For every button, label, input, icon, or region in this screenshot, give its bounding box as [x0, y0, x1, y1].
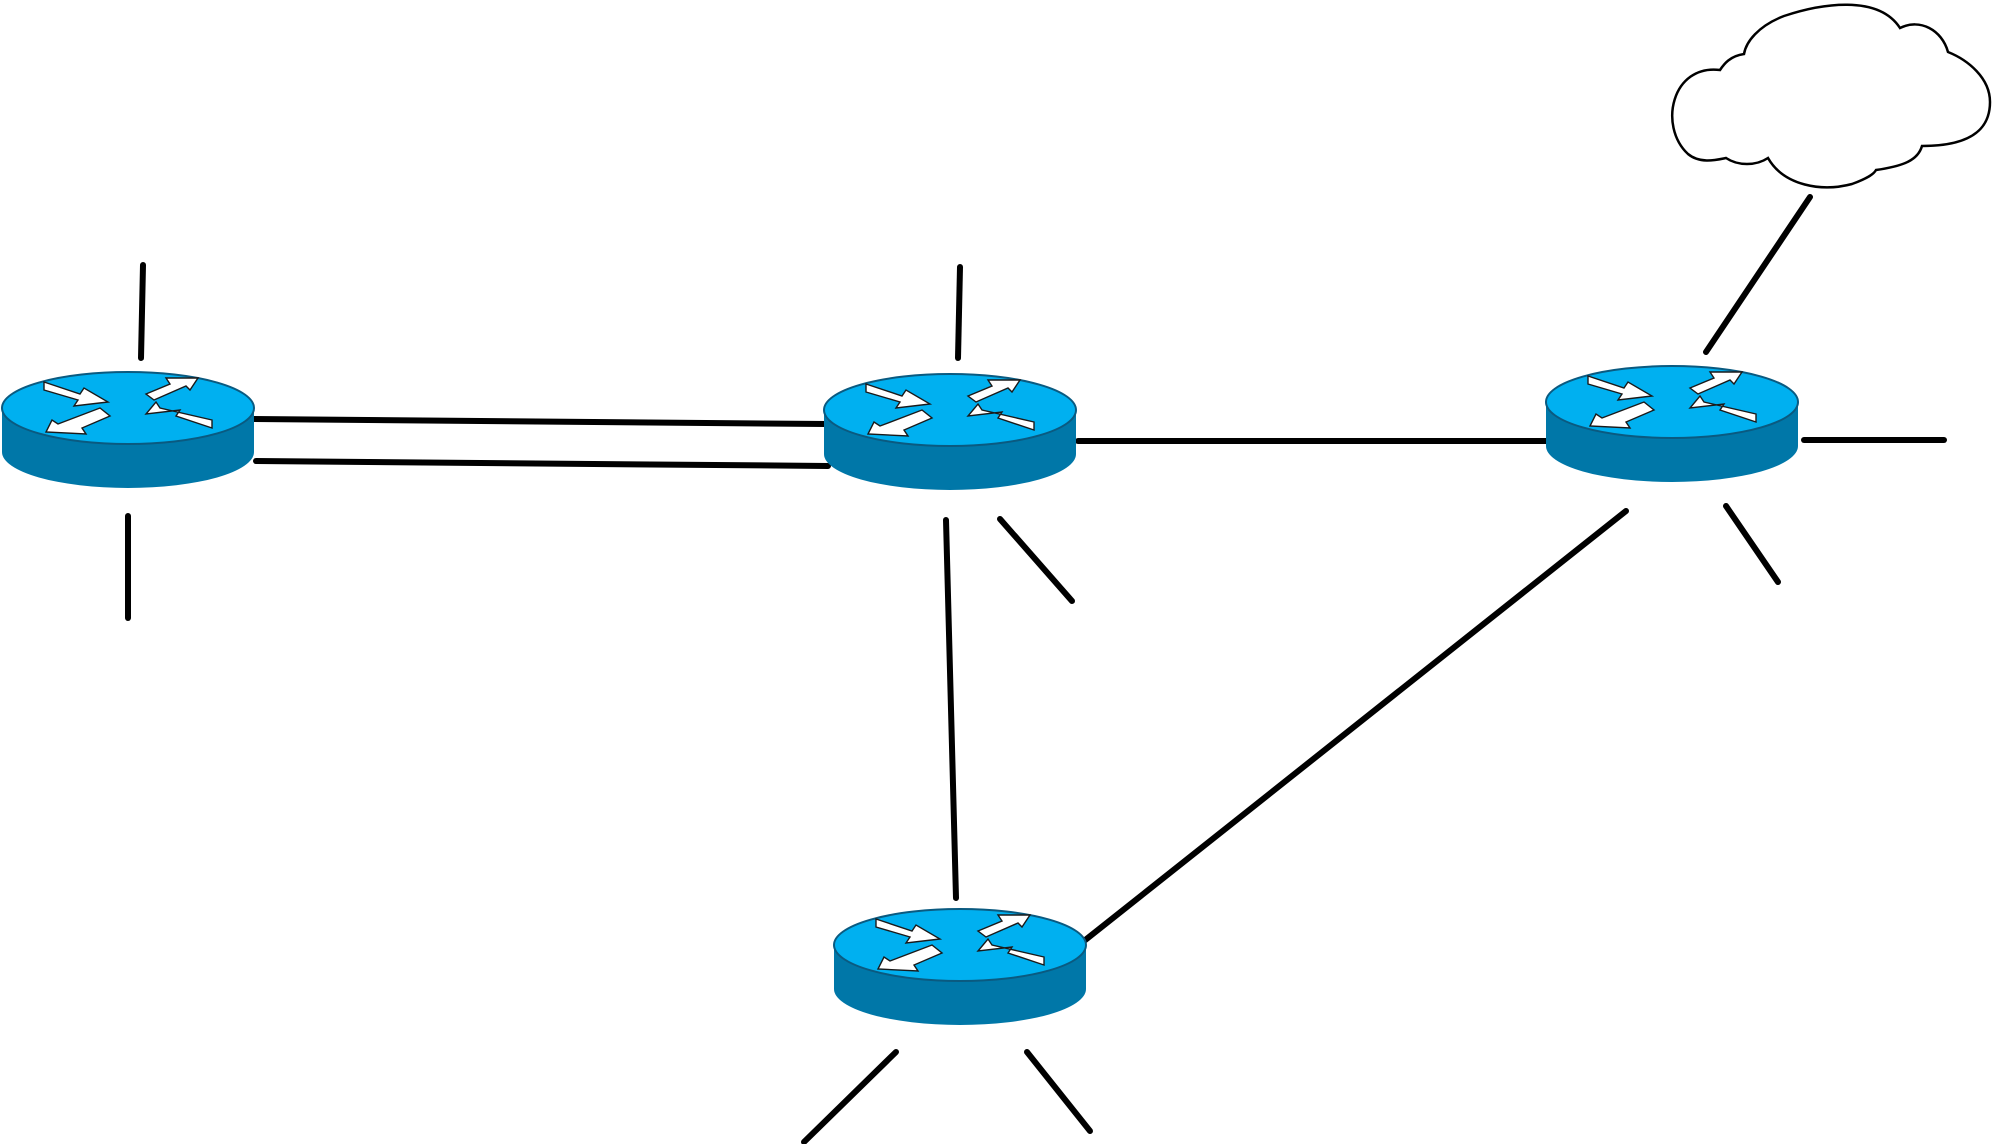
stub-bottom-right: [1024, 1049, 1093, 1134]
link-right-bottom: [1081, 508, 1629, 944]
stub-bottom-left: [801, 1049, 899, 1144]
router-center: [823, 373, 1077, 491]
router-icon: [1, 371, 255, 489]
stub-center-top: [955, 264, 963, 361]
cloud-icon: [1671, 3, 1992, 189]
router-right: [1545, 365, 1799, 483]
stub-links: [125, 262, 1947, 1144]
internet-cloud: [1671, 3, 1992, 189]
link-left-center-b: [253, 458, 831, 469]
link-right-cloud: [1703, 194, 1813, 355]
link-left-center-a: [249, 416, 829, 427]
router-left: [1, 371, 255, 489]
router-bottom: [833, 908, 1087, 1026]
router-icon: [823, 373, 1077, 491]
stub-right-bottom: [1723, 503, 1781, 585]
stub-left-top: [138, 262, 146, 361]
link-center-bottom: [943, 517, 959, 901]
stub-center-bottom-right: [997, 516, 1075, 604]
links: [249, 194, 1813, 944]
router-icon: [833, 908, 1087, 1026]
router-icon: [1545, 365, 1799, 483]
